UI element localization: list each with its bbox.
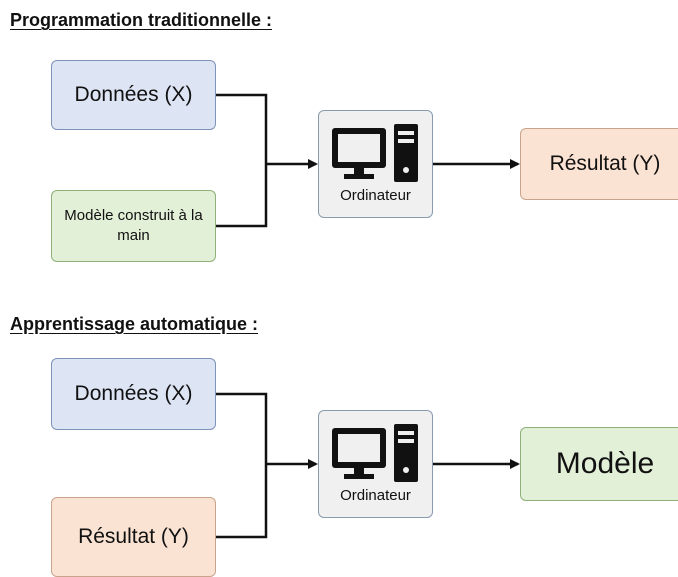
model-output-box: Modèle (520, 427, 678, 501)
section-title-traditional: Programmation traditionnelle : (10, 10, 273, 30)
computer-box: Ordinateur (318, 410, 433, 518)
data-input-box: Données (X) (51, 358, 216, 430)
connector-model-to-merge (216, 164, 268, 228)
computer-icon (331, 423, 418, 482)
connector-result-to-merge (216, 464, 268, 539)
computer-icon (331, 123, 418, 182)
connector-data-to-merge (216, 392, 268, 464)
result-output-box: Résultat (Y) (520, 128, 678, 200)
computer-box: Ordinateur (318, 110, 433, 218)
connector-data-to-merge (216, 93, 268, 164)
computer-label: Ordinateur (340, 186, 411, 204)
section-title-machine-learning: Apprentissage automatique : (10, 314, 259, 334)
result-input-box: Résultat (Y) (51, 497, 216, 577)
data-input-box: Données (X) (51, 60, 216, 130)
handmade-model-box: Modèle construit à la main (51, 190, 216, 262)
computer-label: Ordinateur (340, 486, 411, 504)
